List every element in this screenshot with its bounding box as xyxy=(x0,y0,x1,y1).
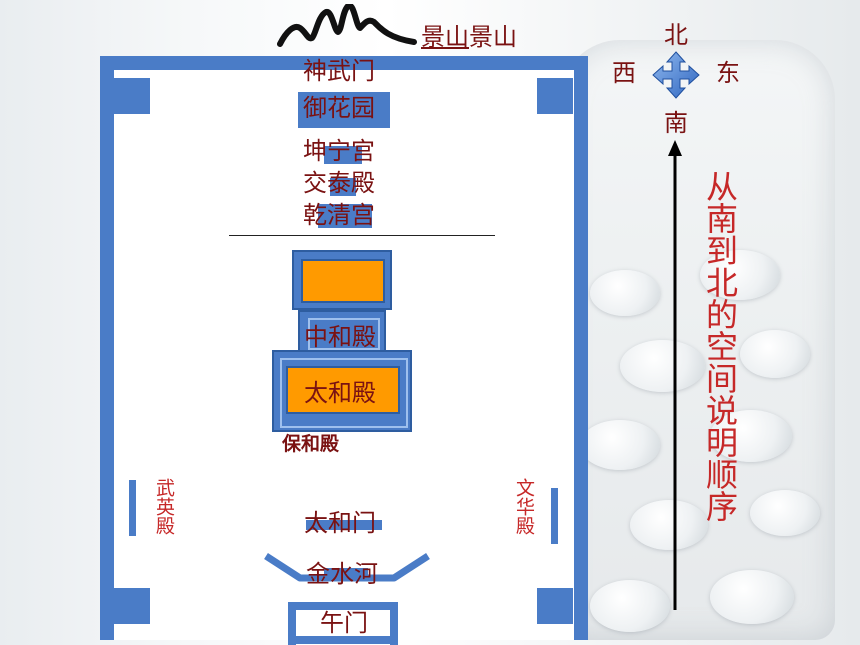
pill-decor xyxy=(590,270,660,316)
corner-tower-sw xyxy=(114,588,150,624)
jingshan-label-plain: 景山 xyxy=(469,23,517,51)
pill-decor xyxy=(710,410,792,462)
label-wenhuadian: 文华殿 xyxy=(513,478,535,535)
taihedian-hall xyxy=(272,350,412,432)
qianqinggong-block xyxy=(318,204,372,228)
pill-decor xyxy=(630,500,708,550)
label-baohedian: 保和殿 xyxy=(282,433,340,455)
pill-decor xyxy=(580,420,660,470)
wenhuadian-bar xyxy=(551,488,558,544)
compass-south: 南 xyxy=(664,109,688,137)
zhonghedian-hall-inner xyxy=(308,318,380,350)
baohedian-hall xyxy=(292,250,392,310)
wumen-gate xyxy=(288,602,398,645)
label-taihedian: 太和殿 xyxy=(304,379,376,407)
mountain-icon xyxy=(277,4,417,47)
wuyingdian-bar xyxy=(129,480,136,536)
corner-tower-ne xyxy=(537,78,573,114)
court-divider-line xyxy=(229,235,495,236)
taihedian-hall-roof xyxy=(286,366,400,414)
jingshan-label-underlined: 景山 xyxy=(421,23,469,51)
label-wumen: 午门 xyxy=(320,609,368,637)
label-qianqinggong: 乾清宫 xyxy=(303,201,375,229)
kunninggong-block xyxy=(324,146,362,164)
label-shenwumen: 神武门 xyxy=(303,57,375,85)
jiaotaidian-block xyxy=(330,178,356,196)
yuhuayuan-block xyxy=(298,92,390,128)
taihedian-hall-steps xyxy=(280,358,408,428)
wumen-gate-inner xyxy=(296,636,390,644)
jingshan-label: 景山景山 xyxy=(421,24,517,50)
background-bottle xyxy=(560,40,835,640)
compass-west: 西 xyxy=(612,59,636,87)
label-jiaotaidian: 交泰殿 xyxy=(303,169,375,197)
jinshuihe-river xyxy=(264,553,430,582)
compass-east: 东 xyxy=(716,59,740,87)
label-jinshuihe: 金水河 xyxy=(306,560,378,588)
label-yuhuayuan: 御花园 xyxy=(303,94,375,122)
pill-decor xyxy=(620,340,705,392)
compass-north: 北 xyxy=(664,21,688,49)
pill-decor xyxy=(590,580,670,632)
pill-decor xyxy=(710,570,794,624)
label-taihemen: 太和门 xyxy=(304,509,376,537)
pill-decor xyxy=(700,250,780,300)
pill-decor xyxy=(740,330,810,378)
vertical-caption: 从南到北的空间说明顺序 xyxy=(701,170,739,522)
label-kunninggong: 坤宁宫 xyxy=(303,137,375,165)
south-to-north-arrow xyxy=(668,140,682,610)
label-zhonghedian: 中和殿 xyxy=(304,323,376,351)
taihemen-block xyxy=(306,520,382,530)
label-wuyingdian: 武英殿 xyxy=(153,478,175,535)
baohedian-hall-roof xyxy=(301,259,385,303)
corner-tower-nw xyxy=(114,78,150,114)
four-way-arrow-icon xyxy=(652,51,700,99)
pill-decor xyxy=(750,490,820,536)
corner-tower-se xyxy=(537,588,573,624)
